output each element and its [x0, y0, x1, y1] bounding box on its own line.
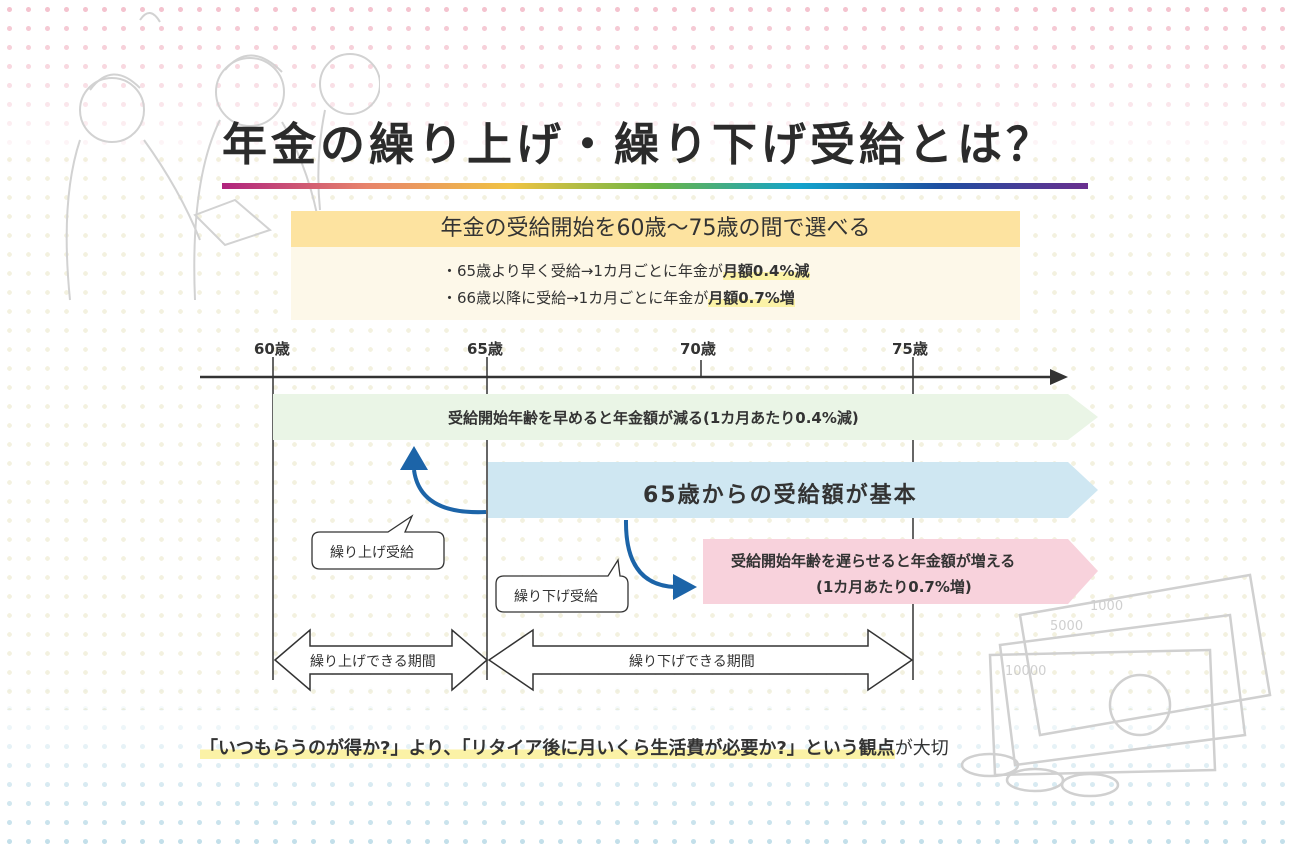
late-period-double-arrow: [487, 628, 914, 692]
page-title: 年金の繰り上げ・繰り下げ受給とは？: [222, 118, 1056, 171]
early-callout-bubble: [311, 514, 445, 570]
early-curve-arrow: [412, 469, 487, 515]
late-callout-label: 繰り下げ受給: [514, 589, 598, 605]
footer-highlight: 「いつもらうのが得か?」より、「リタイア後に月いくら生活費が必要か?」という観点: [200, 738, 895, 759]
late-callout-bubble: [495, 558, 629, 613]
early-callout-label: 繰り上げ受給: [330, 545, 414, 561]
banknote-value-mark: 1000: [1090, 599, 1123, 614]
late-period-label: 繰り下げできる期間: [629, 654, 755, 670]
early-period-label: 繰り上げできる期間: [310, 654, 436, 670]
early-arrowhead: [400, 446, 428, 470]
footer-note: 「いつもらうのが得か?」より、「リタイア後に月いくら生活費が必要か?」という観点…: [200, 734, 949, 760]
title-gradient-bar: [222, 183, 1088, 189]
late-band-label-line2: (1カ月あたり0.7%増): [816, 578, 972, 596]
time-axis-arrowhead: [1050, 369, 1068, 385]
footer-tail: が大切: [894, 738, 949, 759]
summary-banner-heading: 年金の受給開始を60歳〜75歳の間で選べる: [291, 211, 1020, 247]
base-band-label: 65歳からの受給額が基本: [643, 483, 918, 508]
late-band-label-line1: 受給開始年齢を遅らせると年金額が増える: [731, 552, 1016, 570]
bullet-early-text: ・65歳より早く受給→1カ月ごとに年金が: [442, 262, 723, 280]
late-curve-arrow: [623, 519, 676, 589]
age-label-60: 60歳: [254, 340, 290, 358]
bullet-late-text: ・66歳以降に受給→1カ月ごとに年金が: [442, 289, 709, 307]
summary-banner-body: [291, 247, 1020, 320]
bullet-late-highlight: 月額0.7%増: [708, 289, 795, 307]
age-label-70: 70歳: [680, 340, 716, 358]
early-band-label: 受給開始年齢を早めると年金額が減る(1カ月あたり0.4%減): [448, 409, 859, 427]
banknote-value-mark: 10000: [1005, 664, 1046, 679]
late-band: [703, 539, 1098, 604]
early-period-double-arrow: [273, 628, 489, 692]
early-band: [273, 394, 1098, 440]
late-arrowhead: [673, 574, 697, 600]
banknote-value-mark: 5000: [1050, 619, 1083, 634]
dot-pattern-bottom: [0, 680, 1298, 855]
bullet-early-highlight: 月額0.4%減: [722, 262, 810, 280]
money-illustration: 10000 5000 1000: [960, 573, 1272, 798]
bullet-early: ・65歳より早く受給→1カ月ごとに年金が月額0.4%減: [442, 260, 810, 281]
age-label-65: 65歳: [467, 340, 503, 358]
base-band: [488, 462, 1098, 518]
bullet-late: ・66歳以降に受給→1カ月ごとに年金が月額0.7%増: [442, 287, 795, 308]
age-label-75: 75歳: [892, 340, 928, 358]
